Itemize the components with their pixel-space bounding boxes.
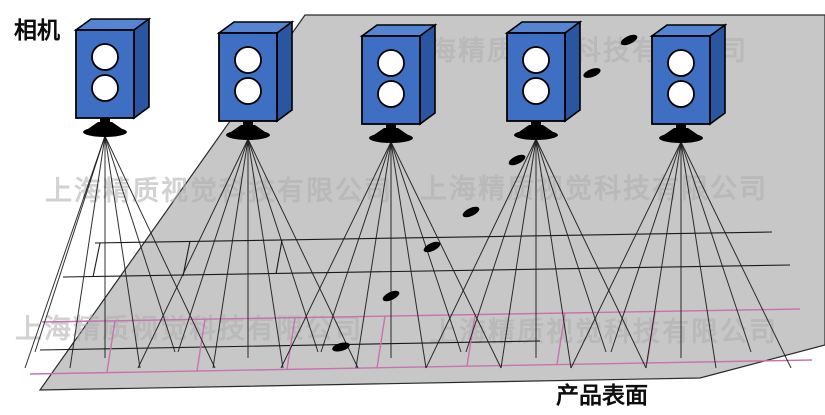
camera-rays xyxy=(24,135,792,369)
camera-mount-stem xyxy=(386,124,396,130)
camera-side-face xyxy=(564,20,581,123)
camera-mount-base xyxy=(659,133,703,143)
defect-dots xyxy=(332,34,638,352)
ray-line xyxy=(137,138,249,369)
ray-line xyxy=(247,138,359,369)
camera-lens-top xyxy=(377,49,405,77)
camera-mount-stem xyxy=(676,124,686,130)
camera-body xyxy=(75,29,135,119)
camera-mount-base xyxy=(514,130,558,140)
black-grid-line xyxy=(62,264,791,278)
camera-mount-stem xyxy=(531,121,541,127)
ray-line xyxy=(680,141,717,369)
ray-line xyxy=(34,135,106,353)
camera-label: 相机 xyxy=(14,17,60,43)
defect-dot xyxy=(382,290,400,302)
ray-line xyxy=(69,135,106,369)
pink-grid-line xyxy=(466,314,476,367)
pink-grid-line xyxy=(376,315,386,369)
defect-dot xyxy=(508,154,526,166)
black-grid-line xyxy=(94,231,773,244)
camera-lens-top xyxy=(234,46,262,74)
black-grid-line xyxy=(275,239,283,275)
camera-side-face xyxy=(419,23,436,126)
defect-dot xyxy=(332,342,350,352)
ray-line xyxy=(320,141,392,353)
camera-lens-bottom xyxy=(91,74,119,102)
ray-line xyxy=(645,141,682,369)
ray-line xyxy=(535,138,607,353)
ray-line xyxy=(500,138,537,369)
camera-side-face xyxy=(276,20,293,123)
pink-grid-line xyxy=(196,318,206,372)
defect-dot xyxy=(423,241,441,253)
ray-line xyxy=(425,138,537,369)
camera xyxy=(359,23,438,143)
pink-grid-line xyxy=(41,308,801,323)
camera xyxy=(504,20,583,140)
ray-line xyxy=(104,135,141,369)
ray-line xyxy=(280,141,392,369)
camera-lens-top xyxy=(667,49,695,77)
camera xyxy=(649,23,728,143)
ray-line xyxy=(465,138,537,353)
camera-lens-bottom xyxy=(522,77,550,105)
camera-lens-bottom xyxy=(234,77,262,105)
black-grid-line xyxy=(92,242,101,278)
camera xyxy=(216,20,295,140)
camera-side-face xyxy=(133,17,150,120)
ray-line xyxy=(104,135,216,369)
camera-lens-bottom xyxy=(667,80,695,108)
surface-label: 产品表面 xyxy=(556,382,648,408)
pink-grid-line xyxy=(106,320,116,373)
camera-mount-stem xyxy=(100,118,110,124)
cameras xyxy=(73,17,728,143)
camera-mount-base xyxy=(369,133,413,143)
ray-line xyxy=(535,138,647,369)
pink-grid-line xyxy=(29,359,813,375)
ray-line xyxy=(177,138,249,353)
ray-line xyxy=(570,141,682,369)
ray-line xyxy=(390,141,427,369)
camera-lens-top xyxy=(522,46,550,74)
ray-line xyxy=(610,141,682,353)
defect-dot xyxy=(620,34,638,46)
defect-dot xyxy=(583,68,601,78)
camera-lens-bottom xyxy=(377,80,405,108)
ray-line xyxy=(247,138,284,369)
ray-line xyxy=(680,141,792,369)
camera xyxy=(73,17,152,137)
watermark-text: 上海精质视觉科技有限公司 xyxy=(420,174,768,204)
ray-line xyxy=(390,141,502,369)
pink-grid-line xyxy=(286,317,296,370)
camera-mount-base xyxy=(83,127,127,137)
camera-lens-top xyxy=(91,43,119,71)
surface-grid-lines xyxy=(29,231,813,375)
camera-mount-stem xyxy=(243,121,253,127)
ray-line xyxy=(535,138,572,369)
camera-side-face xyxy=(709,23,726,126)
defect-dot xyxy=(462,206,480,218)
ray-line xyxy=(24,135,106,369)
ray-line xyxy=(355,141,392,369)
ray-line xyxy=(212,138,249,369)
black-grid-line xyxy=(182,240,191,277)
camera-mount-base xyxy=(226,130,270,140)
ray-line xyxy=(680,141,752,353)
